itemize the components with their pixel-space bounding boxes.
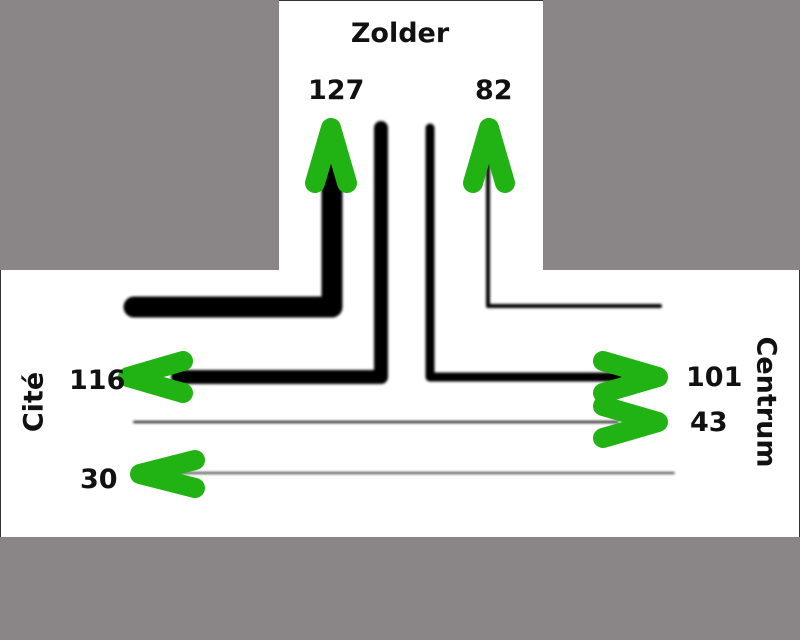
flow-value-north-to-east: 101 bbox=[686, 362, 743, 393]
flow-line-north-to-west bbox=[171, 121, 388, 384]
destination-label-north: Zolder bbox=[350, 18, 450, 49]
arrow-head-left-30 bbox=[130, 450, 205, 498]
flow-value-north-to-west: 116 bbox=[69, 365, 126, 396]
arrow-head-right-43 bbox=[593, 396, 668, 448]
flow-line-north-to-east bbox=[425, 123, 623, 382]
flow-value-east-to-west: 30 bbox=[80, 464, 118, 495]
flow-line-east-to-north bbox=[486, 158, 662, 308]
flow-value-east-to-north: 82 bbox=[475, 75, 513, 106]
arrow-head-left-116 bbox=[118, 351, 193, 403]
flow-line-west-to-north bbox=[123, 159, 343, 318]
block-bottom bbox=[0, 537, 800, 640]
block-top-left bbox=[0, 0, 279, 270]
arrow-head-up-127 bbox=[305, 118, 357, 193]
destination-label-east: Centrum bbox=[750, 336, 782, 468]
flow-value-west-to-north: 127 bbox=[308, 75, 365, 106]
arrow-head-right-101 bbox=[593, 351, 668, 403]
block-top-right bbox=[543, 0, 800, 270]
arrow-head-up-82 bbox=[463, 118, 515, 193]
destination-label-west: Cité bbox=[18, 371, 50, 433]
flow-value-west-to-east: 43 bbox=[690, 407, 728, 438]
